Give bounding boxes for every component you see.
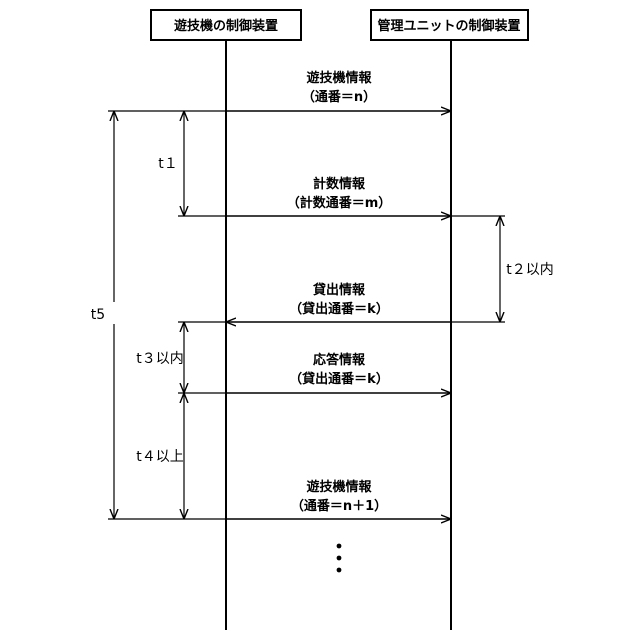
- message-game-machine-info-2: 遊技機情報 （通番＝n＋1）: [226, 479, 451, 519]
- message-detail: （貸出通番＝k）: [289, 371, 389, 387]
- message-title: 遊技機情報: [306, 479, 372, 495]
- continuation-dot: [337, 544, 342, 549]
- message-detail: （貸出通番＝k）: [289, 301, 389, 317]
- message-title: 応答情報: [313, 352, 366, 368]
- continuation-dot: [337, 556, 342, 561]
- interval-t5: t5: [84, 111, 118, 519]
- interval-t2-label: t２以内: [506, 262, 554, 278]
- continuation-dot: [337, 568, 342, 573]
- right-device-label: 管理ユニットの制御装置: [377, 18, 520, 34]
- right-device-header: 管理ユニットの制御装置: [371, 10, 528, 40]
- interval-t2: t２以内: [500, 216, 554, 322]
- message-detail: （通番＝n）: [302, 89, 376, 105]
- message-detail: （計数通番＝m）: [287, 195, 392, 211]
- left-device-label: 遊技機の制御装置: [174, 18, 278, 34]
- interval-t5-label: t5: [91, 307, 105, 323]
- left-device-header: 遊技機の制御装置: [151, 10, 301, 40]
- interval-t4-label: t４以上: [136, 449, 184, 465]
- message-response-info: 応答情報 （貸出通番＝k）: [226, 352, 451, 393]
- interval-t3-label: t３以内: [136, 351, 184, 367]
- interval-t4: t４以上: [136, 393, 184, 519]
- message-game-machine-info-1: 遊技機情報 （通番＝n）: [226, 70, 451, 111]
- continuation-dots: ⋮: [337, 544, 342, 573]
- message-title: 計数情報: [313, 176, 366, 192]
- message-lending-info: 貸出情報 （貸出通番＝k）: [226, 282, 451, 322]
- interval-t1-label: t１: [158, 156, 178, 172]
- message-title: 貸出情報: [313, 282, 366, 298]
- message-title: 遊技機情報: [306, 70, 372, 86]
- interval-t3: t３以内: [136, 322, 184, 393]
- message-count-info: 計数情報 （計数通番＝m）: [226, 176, 451, 216]
- interval-t1: t１: [158, 111, 184, 216]
- message-detail: （通番＝n＋1）: [291, 498, 387, 514]
